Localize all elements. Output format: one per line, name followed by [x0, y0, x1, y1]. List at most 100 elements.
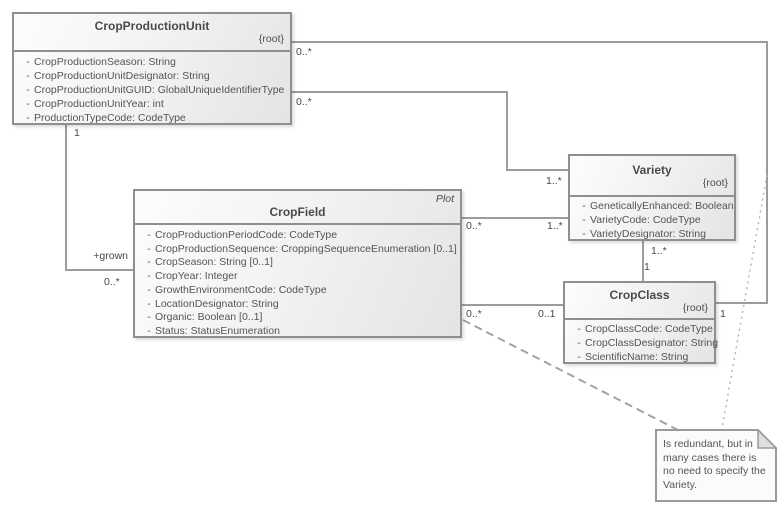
attribute-row: -ProductionTypeCode: CodeType [14, 111, 290, 125]
visibility-marker: - [577, 323, 581, 335]
attribute-text: CropClassCode: CodeType [585, 323, 713, 335]
multiplicity-label: 0..* [296, 96, 312, 108]
visibility-marker: - [577, 337, 581, 350]
multiplicity-label: 0..* [466, 308, 482, 320]
visibility-marker: - [147, 324, 151, 337]
attribute-row: -GeneticallyEnhanced: Boolean [570, 199, 734, 213]
class-header: Plot CropField [135, 191, 460, 225]
role-label: +grown [93, 250, 128, 262]
multiplicity-label: 1 [644, 261, 650, 273]
note[interactable]: Is redundant, but in many cases there is… [655, 428, 778, 503]
attribute-row: -LocationDesignator: String [135, 298, 460, 312]
attribute-text: LocationDesignator: String [155, 297, 279, 310]
class-header: Variety {root} [570, 156, 734, 197]
attribute-text: Organic: Boolean [0..1] [155, 311, 263, 324]
attribute-row: -GrowthEnvironmentCode: CodeType [135, 284, 460, 298]
visibility-marker: - [26, 84, 30, 96]
class-cropclass[interactable]: CropClass {root} -CropClassCode: CodeTyp… [563, 281, 718, 365]
visibility-marker: - [582, 200, 586, 212]
visibility-marker: - [147, 283, 151, 296]
connector-cropproductionunit-variety[interactable] [292, 91, 568, 171]
visibility-marker: - [26, 70, 30, 82]
attribute-row: -VarietyDesignator: String [570, 227, 734, 241]
attributes-compartment: -CropProductionSeason: String -CropProdu… [14, 52, 290, 125]
visibility-marker: - [147, 311, 151, 324]
attribute-text: CropProductionUnitGUID: GlobalUniqueIden… [34, 84, 285, 96]
connector-cropproductionunit-cropfield[interactable] [65, 125, 133, 271]
multiplicity-label: 0..* [466, 220, 482, 232]
attribute-row: -CropYear: Integer [135, 270, 460, 284]
multiplicity-label: 1..* [651, 245, 667, 257]
note-text: Is redundant, but in many cases there is… [663, 438, 766, 491]
class-keyword: {root} [682, 302, 708, 314]
class-cropproductionunit[interactable]: CropProductionUnit {root} -CropProductio… [12, 12, 292, 125]
attribute-row: -CropClassCode: CodeType [565, 322, 714, 336]
attribute-text: VarietyDesignator: String [590, 228, 706, 241]
visibility-marker: - [26, 98, 30, 110]
class-keyword: {root} [702, 177, 728, 189]
attributes-compartment: -CropProductionPeriodCode: CodeType -Cro… [135, 225, 460, 339]
multiplicity-label: 1 [74, 127, 80, 139]
multiplicity-label: 0..* [296, 46, 312, 58]
attribute-row: -VarietyCode: CodeType [570, 213, 734, 227]
attribute-row: -CropProductionPeriodCode: CodeType [135, 229, 460, 243]
class-header: CropProductionUnit {root} [14, 14, 290, 52]
attribute-text: GeneticallyEnhanced: Boolean [590, 200, 734, 212]
connector-cropproductionunit-cropclass[interactable] [292, 41, 768, 304]
attribute-text: Status: StatusEnumeration [155, 324, 280, 337]
visibility-marker: - [147, 297, 151, 310]
multiplicity-label: 1..* [547, 220, 563, 232]
attribute-text: CropProductionSeason: String [34, 56, 176, 68]
note-shape [655, 428, 778, 502]
multiplicity-label: 1..* [546, 175, 562, 187]
visibility-marker: - [26, 56, 30, 68]
visibility-marker: - [582, 214, 586, 227]
attribute-text: CropProductionSequence: CroppingSequence… [155, 242, 457, 255]
notelink-cpu-cropclass-connector[interactable] [721, 174, 768, 429]
attribute-row: -ScientificName: String [565, 350, 714, 364]
visibility-marker: - [147, 270, 151, 283]
attribute-row: -CropProductionUnitGUID: GlobalUniqueIde… [14, 83, 290, 97]
attribute-text: ScientificName: String [585, 351, 689, 364]
attribute-row: -CropProductionSequence: CroppingSequenc… [135, 243, 460, 257]
note-fold-corner [757, 428, 778, 449]
class-variety[interactable]: Variety {root} -GeneticallyEnhanced: Boo… [568, 154, 736, 241]
attribute-text: VarietyCode: CodeType [590, 214, 701, 227]
note-outline [655, 429, 777, 502]
visibility-marker: - [26, 112, 30, 124]
attribute-row: -CropSeason: String [0..1] [135, 256, 460, 270]
attribute-row: -CropProductionUnitYear: int [14, 97, 290, 111]
visibility-marker: - [577, 351, 581, 364]
attribute-text: CropProductionUnitDesignator: String [34, 70, 210, 82]
class-name: CropField [269, 205, 326, 219]
visibility-marker: - [582, 228, 586, 241]
class-cropfield[interactable]: Plot CropField -CropProductionPeriodCode… [133, 189, 462, 338]
visibility-marker: - [147, 242, 151, 255]
class-name: CropProductionUnit [94, 19, 210, 33]
visibility-marker: - [147, 229, 151, 241]
notelink-cropfield[interactable] [462, 319, 679, 431]
class-alias: Plot [435, 193, 454, 205]
attribute-row: -Status: StatusEnumeration [135, 325, 460, 339]
attribute-text: GrowthEnvironmentCode: CodeType [155, 283, 327, 296]
attribute-row: -CropProductionUnitDesignator: String [14, 69, 290, 83]
attributes-compartment: -GeneticallyEnhanced: Boolean -VarietyCo… [570, 197, 734, 242]
multiplicity-label: 1 [720, 308, 726, 320]
attribute-text: CropSeason: String [0..1] [155, 256, 273, 269]
class-name: CropClass [609, 288, 670, 302]
attribute-row: -CropProductionSeason: String [14, 55, 290, 69]
attribute-text: CropProductionPeriodCode: CodeType [155, 229, 338, 241]
attribute-row: -CropClassDesignator: String [565, 336, 718, 350]
attribute-text: ProductionTypeCode: CodeType [34, 112, 186, 124]
class-name: Variety [632, 163, 672, 177]
attribute-text: CropYear: Integer [155, 270, 238, 283]
class-keyword: {root} [258, 33, 284, 45]
visibility-marker: - [147, 256, 151, 269]
attribute-text: CropProductionUnitYear: int [34, 98, 164, 110]
attribute-row: -Organic: Boolean [0..1] [135, 311, 460, 325]
multiplicity-label: 0..* [104, 276, 120, 288]
attribute-text: CropClassDesignator: String [585, 337, 719, 350]
attributes-compartment: -CropClassCode: CodeType -CropClassDesig… [565, 320, 718, 365]
